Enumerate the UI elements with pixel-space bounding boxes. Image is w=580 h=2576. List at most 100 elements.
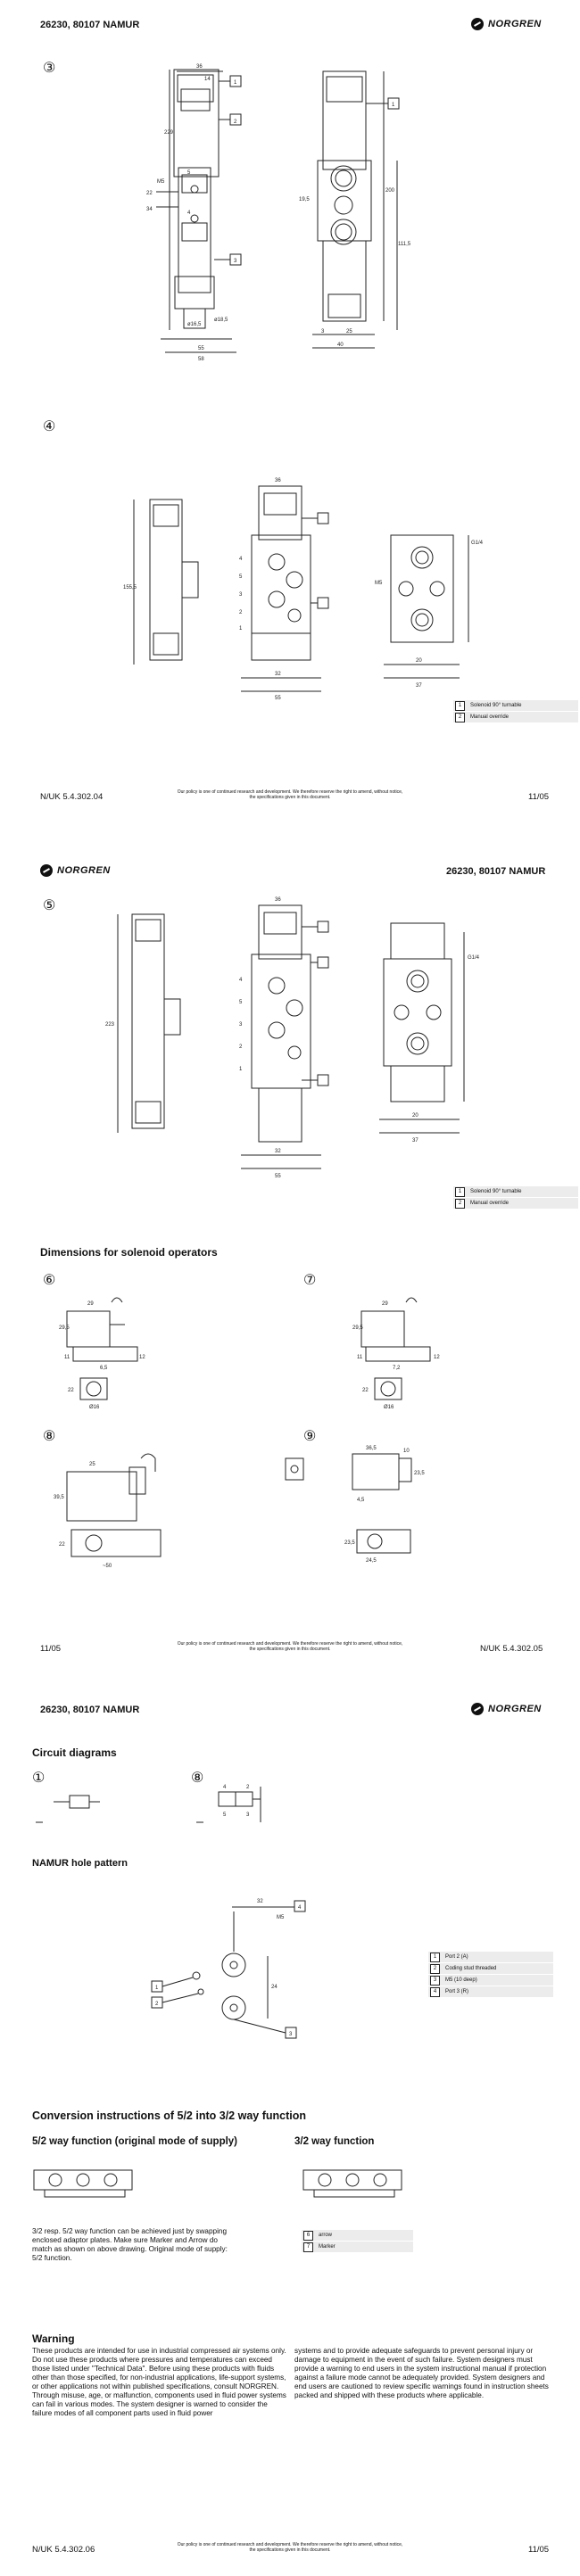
legend: 1 Solenoid 90° turnable 2 Manual overrid… — [453, 700, 578, 723]
logo-text: NORGREN — [488, 1704, 542, 1714]
dim-label: 37 — [412, 1138, 418, 1144]
dim-label: 19,5 — [299, 197, 310, 202]
footer-code: N/UK 5.4.302.04 — [40, 792, 104, 802]
conversion-legend: 6 arrow 7 Marker — [302, 2230, 413, 2253]
namur-legend: 1 Port 2 (A) 2 Coding stud threaded 3 M5… — [428, 1952, 553, 1998]
dim-label: 12 — [139, 1355, 145, 1360]
page-title: 26230, 80107 NAMUR — [40, 1705, 140, 1715]
legend-number: 4 — [430, 1986, 440, 1997]
circuit-label: 2 — [246, 1785, 250, 1790]
legend-item: 1 Solenoid 90° turnable — [453, 700, 578, 711]
dim-label: 20 — [416, 658, 422, 664]
dim-label: 111,5 — [398, 242, 411, 247]
legend: 1 Solenoid 90° turnable 2 Manual overrid… — [453, 1186, 578, 1210]
figure-3-drawing: 36 14 22 34 M5 5 4 55 1 3 ø18,5 ø16,5 25… — [123, 64, 484, 701]
dim-label: ~50 — [103, 1564, 112, 1569]
port-label: 1 — [239, 1067, 243, 1072]
section-title: NAMUR hole pattern — [32, 1858, 128, 1869]
legend-item: 4 Port 3 (R) — [428, 1986, 553, 1997]
norgren-logo: NORGREN — [40, 864, 111, 877]
dim-label: 23,5 — [344, 1540, 355, 1546]
dim-label: 55 — [198, 346, 204, 351]
legend-label: Marker — [319, 2244, 336, 2250]
dim-label: 14 — [204, 77, 211, 82]
logo-text: NORGREN — [488, 19, 542, 29]
figure-number: ④ — [43, 419, 56, 434]
dim-label: 29 — [87, 1301, 94, 1307]
legend-item: 2 Coding stud threaded — [428, 1963, 553, 1974]
page-1: 26230, 80107 NAMUR NORGREN ③ — [0, 0, 580, 843]
subsection-title: 5/2 way function (original mode of suppl… — [32, 2136, 238, 2147]
footer-code: N/UK 5.4.302.05 — [480, 1644, 543, 1654]
legend-item: 1 Solenoid 90° turnable — [453, 1186, 578, 1197]
figure-number: ⑦ — [303, 1273, 317, 1288]
footer-date: 11/05 — [528, 792, 550, 802]
dim-label: 10 — [403, 1449, 410, 1454]
footer-date: 11/05 — [528, 2545, 550, 2555]
page-title: 26230, 80107 NAMUR — [40, 20, 140, 30]
footer-policy: Our policy is one of continued research … — [177, 2542, 403, 2553]
figure-number: ⑥ — [43, 1273, 56, 1288]
callout-label: 3 — [234, 259, 237, 264]
port-label: 5 — [239, 574, 243, 580]
section-title: Circuit diagrams — [32, 1746, 117, 1759]
dim-label: M5 — [375, 581, 383, 586]
legend-label: Port 3 (R) — [445, 1989, 469, 1994]
legend-number: 2 — [430, 1963, 440, 1974]
figure-5-drawing: 36 223 4 5 3 2 1 32 55 20 37 G1/4 — [54, 897, 480, 1569]
dim-label: 3 — [321, 329, 325, 334]
legend-item: 7 Marker — [302, 2242, 413, 2252]
legend-label: Solenoid 90° turnable — [470, 1189, 522, 1194]
dim-label: 6,5 — [100, 1366, 108, 1371]
port-label: 2 — [239, 1044, 243, 1050]
callout-label: 3 — [289, 2032, 293, 2037]
subsection-title: 3/2 way function — [294, 2136, 375, 2147]
port-label: 3 — [239, 1022, 243, 1028]
dim-label: 29 — [382, 1301, 388, 1307]
dim-label: 24,5 — [366, 1558, 377, 1564]
dim-label: 22 — [59, 1542, 65, 1548]
figure-number: ⑨ — [303, 1429, 317, 1444]
dim-label: 4 — [187, 211, 191, 216]
dim-label: 36 — [275, 478, 281, 483]
dim-label: 229 — [164, 130, 174, 136]
dim-label: 200 — [385, 188, 395, 194]
dim-label: 55 — [275, 696, 281, 701]
figure-number: ⑧ — [43, 1429, 56, 1444]
callout-label: 2 — [155, 2002, 159, 2007]
norgren-logo: NORGREN — [471, 1703, 542, 1715]
dim-label: 23,5 — [414, 1471, 425, 1476]
dim-label: G1/4 — [468, 955, 480, 961]
legend-label: Solenoid 90° turnable — [470, 703, 522, 708]
dim-label: 25 — [89, 1462, 95, 1467]
dim-label: 11 — [357, 1355, 363, 1360]
footer-policy: Our policy is one of continued research … — [177, 789, 403, 800]
legend-label: arrow — [319, 2233, 333, 2238]
figure-number: ⑤ — [43, 898, 56, 913]
page-2: NORGREN 26230, 80107 NAMUR ⑤ — [0, 843, 580, 1697]
legend-item: 1 Port 2 (A) — [428, 1952, 553, 1962]
legend-item: 6 arrow — [302, 2230, 413, 2241]
port-label: 4 — [239, 978, 243, 983]
figure-number: ③ — [43, 61, 56, 76]
callout-label: 1 — [155, 1986, 159, 1991]
dim-label: 34 — [146, 207, 153, 212]
norgren-logo-icon — [471, 1703, 484, 1715]
norgren-logo: NORGREN — [471, 18, 542, 30]
dim-label: 58 — [198, 357, 204, 362]
dim-label: 5 — [187, 170, 191, 176]
dim-label: 22 — [146, 191, 153, 196]
circuit-label: 5 — [223, 1812, 227, 1818]
norgren-logo-icon — [471, 18, 484, 30]
callout-label: 1 — [234, 80, 237, 86]
warning-text-col1: These products are intended for use in i… — [32, 2347, 286, 2417]
callout-label: 4 — [298, 1905, 302, 1911]
legend-number: 3 — [430, 1975, 440, 1986]
legend-label: Manual override — [470, 714, 510, 720]
dim-label: M5 — [157, 179, 165, 185]
dim-label: 4,5 — [357, 1498, 365, 1503]
callout-label: 1 — [392, 103, 395, 108]
section-title: Dimensions for solenoid operators — [40, 1246, 218, 1259]
dim-label: 32 — [275, 672, 281, 677]
legend-label: Coding stud threaded — [445, 1966, 497, 1971]
